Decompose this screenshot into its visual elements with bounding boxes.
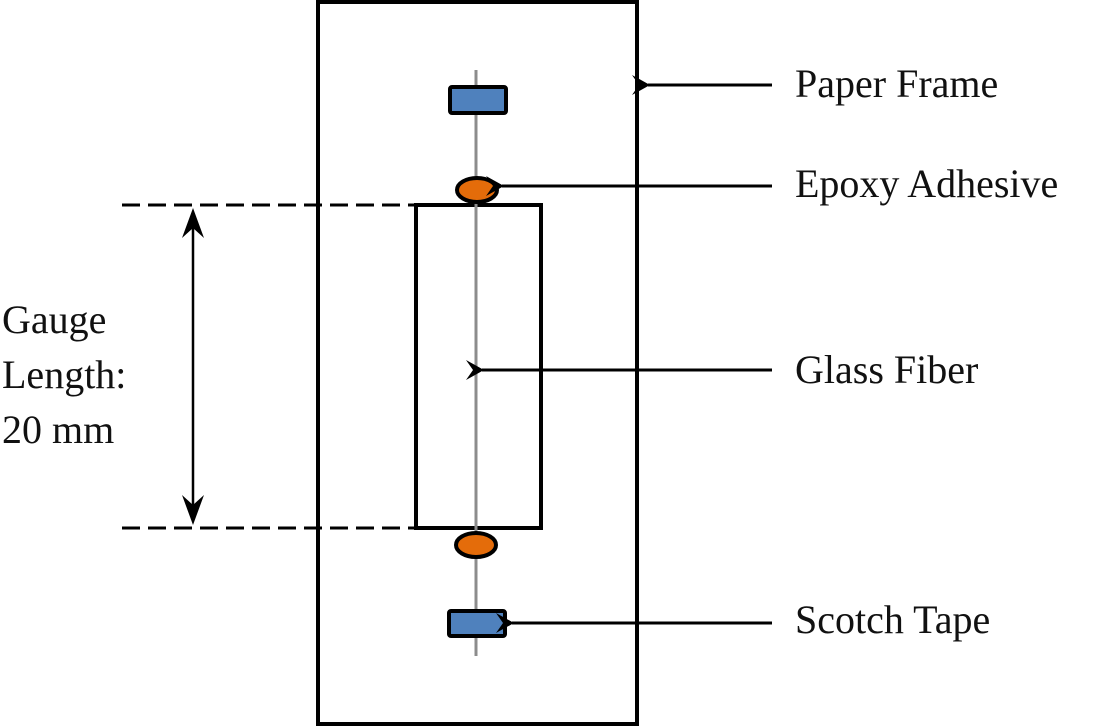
epoxy-adhesive-label: Epoxy Adhesive bbox=[795, 161, 1058, 206]
gauge-arrow-up-head bbox=[182, 208, 204, 238]
glass-fiber-label: Glass Fiber bbox=[795, 347, 978, 392]
gauge-length-label-line2: Length: bbox=[2, 352, 126, 397]
epoxy-adhesive-bottom bbox=[454, 531, 498, 559]
paper-frame bbox=[316, 0, 639, 726]
scotch-tape-bottom bbox=[447, 609, 507, 638]
scotch-tape-label: Scotch Tape bbox=[795, 597, 990, 642]
gauge-arrow-down-head bbox=[182, 495, 204, 525]
paper-frame-label: Paper Frame bbox=[795, 61, 998, 106]
scotch-tape-top bbox=[448, 85, 508, 115]
gauge-length-arrow bbox=[182, 208, 204, 525]
gauge-length-label-line1: Gauge bbox=[2, 297, 106, 342]
epoxy-adhesive-top bbox=[455, 176, 499, 204]
gauge-length-label-line3: 20 mm bbox=[2, 407, 114, 452]
frame-window bbox=[414, 203, 543, 530]
